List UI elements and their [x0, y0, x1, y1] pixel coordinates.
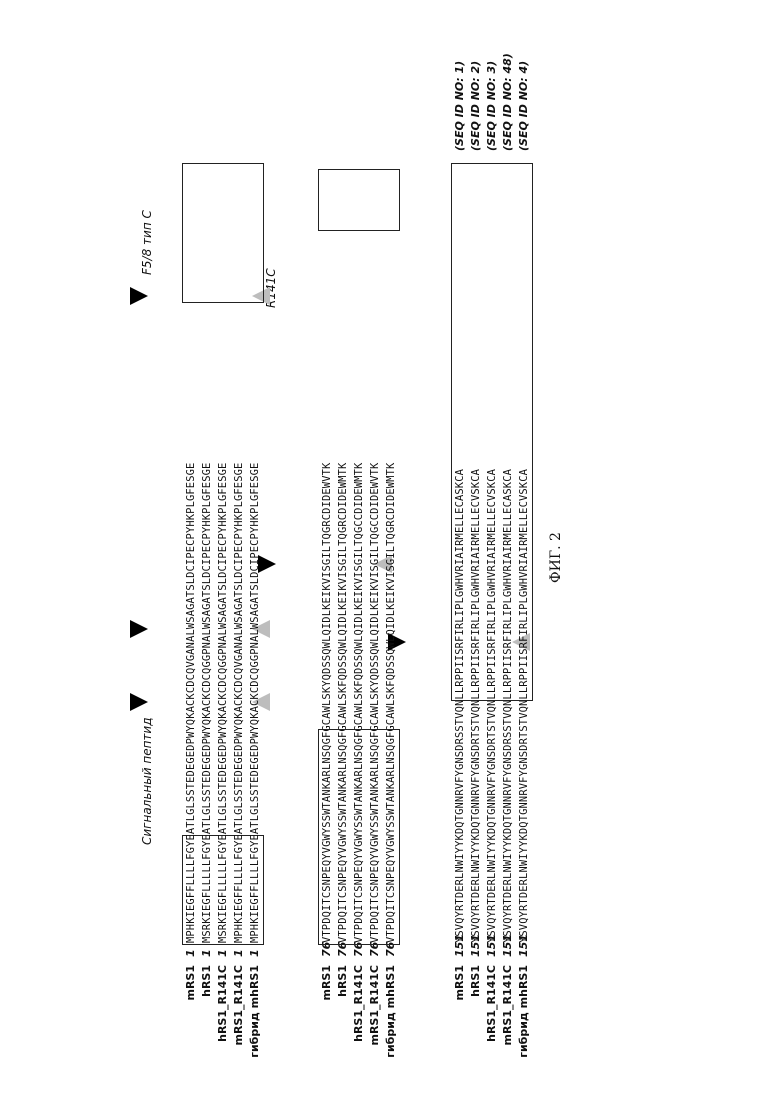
sequence-name: mRS1 [320, 965, 334, 1075]
sequence-text: MPHKIEGFFLLLLFGYEATLGLSSTEDEGEDPWYQKACKC… [184, 463, 198, 943]
sequence-name: гибрид mhRS1 [384, 965, 398, 1075]
seq-id-label: (SEQ ID NO: 3) [485, 61, 499, 151]
sequence-start: 1 [216, 949, 230, 957]
sequence-name: hRS1_R141C [485, 965, 499, 1075]
seq-id-label: (SEQ ID NO: 4) [517, 61, 531, 151]
sequence-name: hRS1_R141C [216, 965, 230, 1075]
sequence-text: MPHKIEGFFLLLLFGYEATLGLSSTEDEGEDPWYQKACKC… [232, 463, 246, 943]
seq-id-label: (SEQ ID NO: 48) [501, 53, 515, 151]
sequence-start: 1 [200, 949, 214, 957]
black-triangle-marker [130, 287, 148, 305]
figure-label: ФИГ. 2 [548, 532, 564, 583]
black-triangle-marker [130, 693, 148, 711]
sequence-text: MSRKIEGFLLLLLFGYEATLGLSSTEDEGEDPWYQKACKC… [200, 463, 214, 943]
sequence-name: mRS1 [184, 965, 198, 1075]
sequence-name: hRS1_R141C [352, 965, 366, 1075]
sequence-start: 1 [184, 949, 198, 957]
black-triangle-marker [130, 620, 148, 638]
f58-domain-label: F5/8 тип C [140, 210, 154, 275]
sequence-name: гибрид mhRS1 [517, 965, 531, 1075]
block-2-r141c-box [318, 169, 400, 231]
sequence-text: MSRKIEGFLLLLLFGYEATLGLSSTEDEGEDPWYQKACKC… [216, 463, 230, 943]
seq-id-label: (SEQ ID NO: 2) [469, 61, 483, 151]
f58-domain-box [182, 163, 264, 303]
sequence-name: mRS1_R141C [368, 965, 382, 1075]
sequence-name: hRS1 [200, 965, 214, 1075]
seq-id-label: (SEQ ID NO: 1) [453, 61, 467, 151]
sequence-name: hRS1 [469, 965, 483, 1075]
block-2-region-box [318, 729, 400, 945]
signal-peptide-label: Сигнальный пептид [140, 717, 154, 845]
sequence-name: mRS1 [453, 965, 467, 1075]
sequence-name: mRS1_R141C [232, 965, 246, 1075]
sequence-name: mRS1_R141C [501, 965, 515, 1075]
sequence-start: 1 [248, 949, 262, 957]
sequence-start: 1 [232, 949, 246, 957]
sequence-name: hRS1 [336, 965, 350, 1075]
block-3-region-box [451, 163, 533, 701]
sequence-name: гибрид mhRS1 [248, 965, 262, 1075]
sequence-text: MPHKIEGFFLLLLFGYEATLGLSSTEDEGEDPWYQKACKC… [248, 463, 262, 943]
